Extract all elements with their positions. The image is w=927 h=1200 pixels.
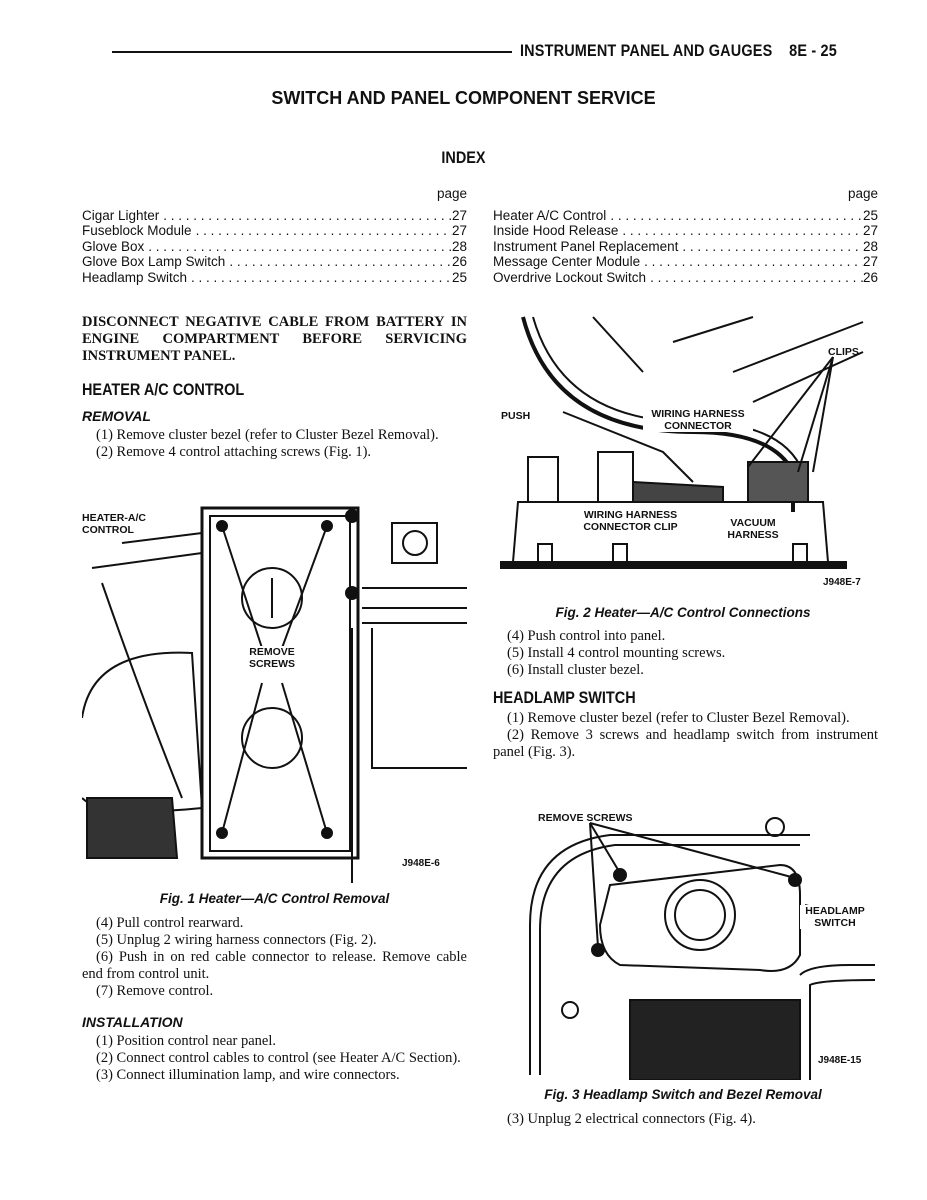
leader-dots [187,270,452,286]
index-page: 28 [862,238,878,254]
leader-dots [678,239,863,255]
section-heading-heater: HEATER A/C CONTROL [82,380,245,399]
step: (2) Remove 3 screws and headlamp switch … [493,727,878,760]
label-headlamp-switch: HEADLAMP SWITCH [800,905,870,929]
index-item: Glove Box Lamp Switch [82,254,226,269]
index-item: Headlamp Switch [82,269,188,285]
right-column: (4) Push control into panel. (5) Install… [493,628,878,761]
figure-1-caption: Fig. 1 Heater—A/C Control Removal [159,891,390,906]
index-item: Message Center Module [493,254,641,269]
step: (7) Remove control. [96,983,214,999]
index-heading: INDEX [441,148,486,167]
index-entry: Glove Box Lamp Switch 26 [82,254,467,270]
index-left: page Cigar Lighter27Fuseblock Module27Gl… [82,186,467,285]
leader-dots [192,223,452,239]
index-item: Heater A/C Control [493,207,607,223]
step: (4) Pull control rearward. [96,915,244,931]
removal-heading: REMOVAL [82,408,151,424]
step: (1) Position control near panel. [96,1033,276,1049]
figure-code: J948E-15 [818,1055,862,1066]
figure-1: HEATER-A/C CONTROL REMOVE SCREWS J948E-6 [81,498,467,883]
leader-dots [606,208,863,224]
running-header: INSTRUMENT PANEL AND GAUGES 8E - 25 [520,41,837,60]
step: (1) Remove cluster bezel (refer to Clust… [507,710,850,726]
section-heading-headlamp: HEADLAMP SWITCH [493,688,636,707]
index-item: Cigar Lighter [82,207,160,223]
figure-2: CLIPS PUSH WIRING HARNESS CONNECTOR WIRI… [493,312,873,597]
page-number: 8E - 25 [789,41,837,60]
label-connector-clip: WIRING HARNESS CONNECTOR CLIP [573,509,688,533]
figure-2-caption: Fig. 2 Heater—A/C Control Connections [555,605,811,620]
step: (5) Install 4 control mounting screws. [507,645,726,661]
label-heater-ac-control: HEATER-A/C CONTROL [82,512,146,536]
index-entry: Heater A/C Control 25 [493,208,878,224]
index-page: 25 [862,207,878,223]
index-entry: Headlamp Switch 25 [82,270,467,286]
index-entry: Fuseblock Module 27 [82,223,467,239]
index-item: Inside Hood Release [493,223,619,238]
step: (3) Connect illumination lamp, and wire … [96,1067,400,1083]
figure-3: REMOVE SCREWS HEADLAMP SWITCH J948E-15 [510,805,876,1081]
label-clips: CLIPS [828,346,859,358]
figure-1-illustration [81,506,467,883]
index-page: 25 [451,269,467,285]
label-wiring-harness-connector: WIRING HARNESS CONNECTOR [643,408,753,432]
index-page: 27 [451,223,467,238]
index-page: 28 [451,238,467,254]
leader-dots [225,254,452,270]
index-entry: Inside Hood Release 27 [493,223,878,239]
index-right: page Heater A/C Control25Inside Hood Rel… [493,186,878,285]
step: (6) Push in on red cable connector to re… [82,949,467,982]
step: (4) Push control into panel. [507,628,666,644]
index-entry: Cigar Lighter 27 [82,208,467,224]
header-rule [112,51,512,53]
step: (3) Unplug 2 electrical connectors (Fig.… [507,1111,756,1127]
leader-dots [640,254,863,270]
index-page: 27 [862,223,878,238]
index-page: 27 [862,254,878,269]
index-entry: Instrument Panel Replacement 28 [493,239,878,255]
index-item: Instrument Panel Replacement [493,238,679,254]
figure-3-caption: Fig. 3 Headlamp Switch and Bezel Removal [544,1087,822,1102]
index-item: Overdrive Lockout Switch [493,269,647,285]
leader-dots [646,270,863,286]
warning-text: DISCONNECT NEGATIVE CABLE FROM BATTERY I… [82,314,467,364]
index-page: 26 [451,254,467,269]
step: (1) Remove cluster bezel (refer to Clust… [96,427,439,443]
figure-3-illustration [529,817,876,1081]
figure-2-illustration [500,316,864,569]
page-title: SWITCH AND PANEL COMPONENT SERVICE [271,88,656,108]
index-item: Glove Box [82,238,145,254]
left-column: DISCONNECT NEGATIVE CABLE FROM BATTERY I… [82,314,467,461]
step: (5) Unplug 2 wiring harness connectors (… [96,932,377,948]
right-column-lower: (3) Unplug 2 electrical connectors (Fig.… [493,1111,878,1128]
step: (2) Remove 4 control attaching screws (F… [96,444,372,460]
leader-dots [159,208,452,224]
leader-dots [618,223,863,239]
figure-code: J948E-7 [823,577,861,588]
installation-heading: INSTALLATION [82,1014,183,1030]
leader-dots [144,239,452,255]
step: (2) Connect control cables to control (s… [96,1050,461,1066]
index-item: Fuseblock Module [82,223,192,238]
left-column-lower: (4) Pull control rearward. (5) Unplug 2 … [82,915,467,1084]
label-remove-screws: REMOVE SCREWS [538,812,633,824]
label-vacuum-harness: VACUUM HARNESS [718,517,788,541]
index-page: 26 [862,269,878,285]
label-remove-screws: REMOVE SCREWS [242,646,302,670]
label-push: PUSH [501,410,531,422]
step: (6) Install cluster bezel. [507,662,644,678]
index-entry: Glove Box 28 [82,239,467,255]
index-entry: Overdrive Lockout Switch 26 [493,270,878,286]
index-entry: Message Center Module 27 [493,254,878,270]
figure-code: J948E-6 [402,858,440,869]
index-page: 27 [451,207,467,223]
